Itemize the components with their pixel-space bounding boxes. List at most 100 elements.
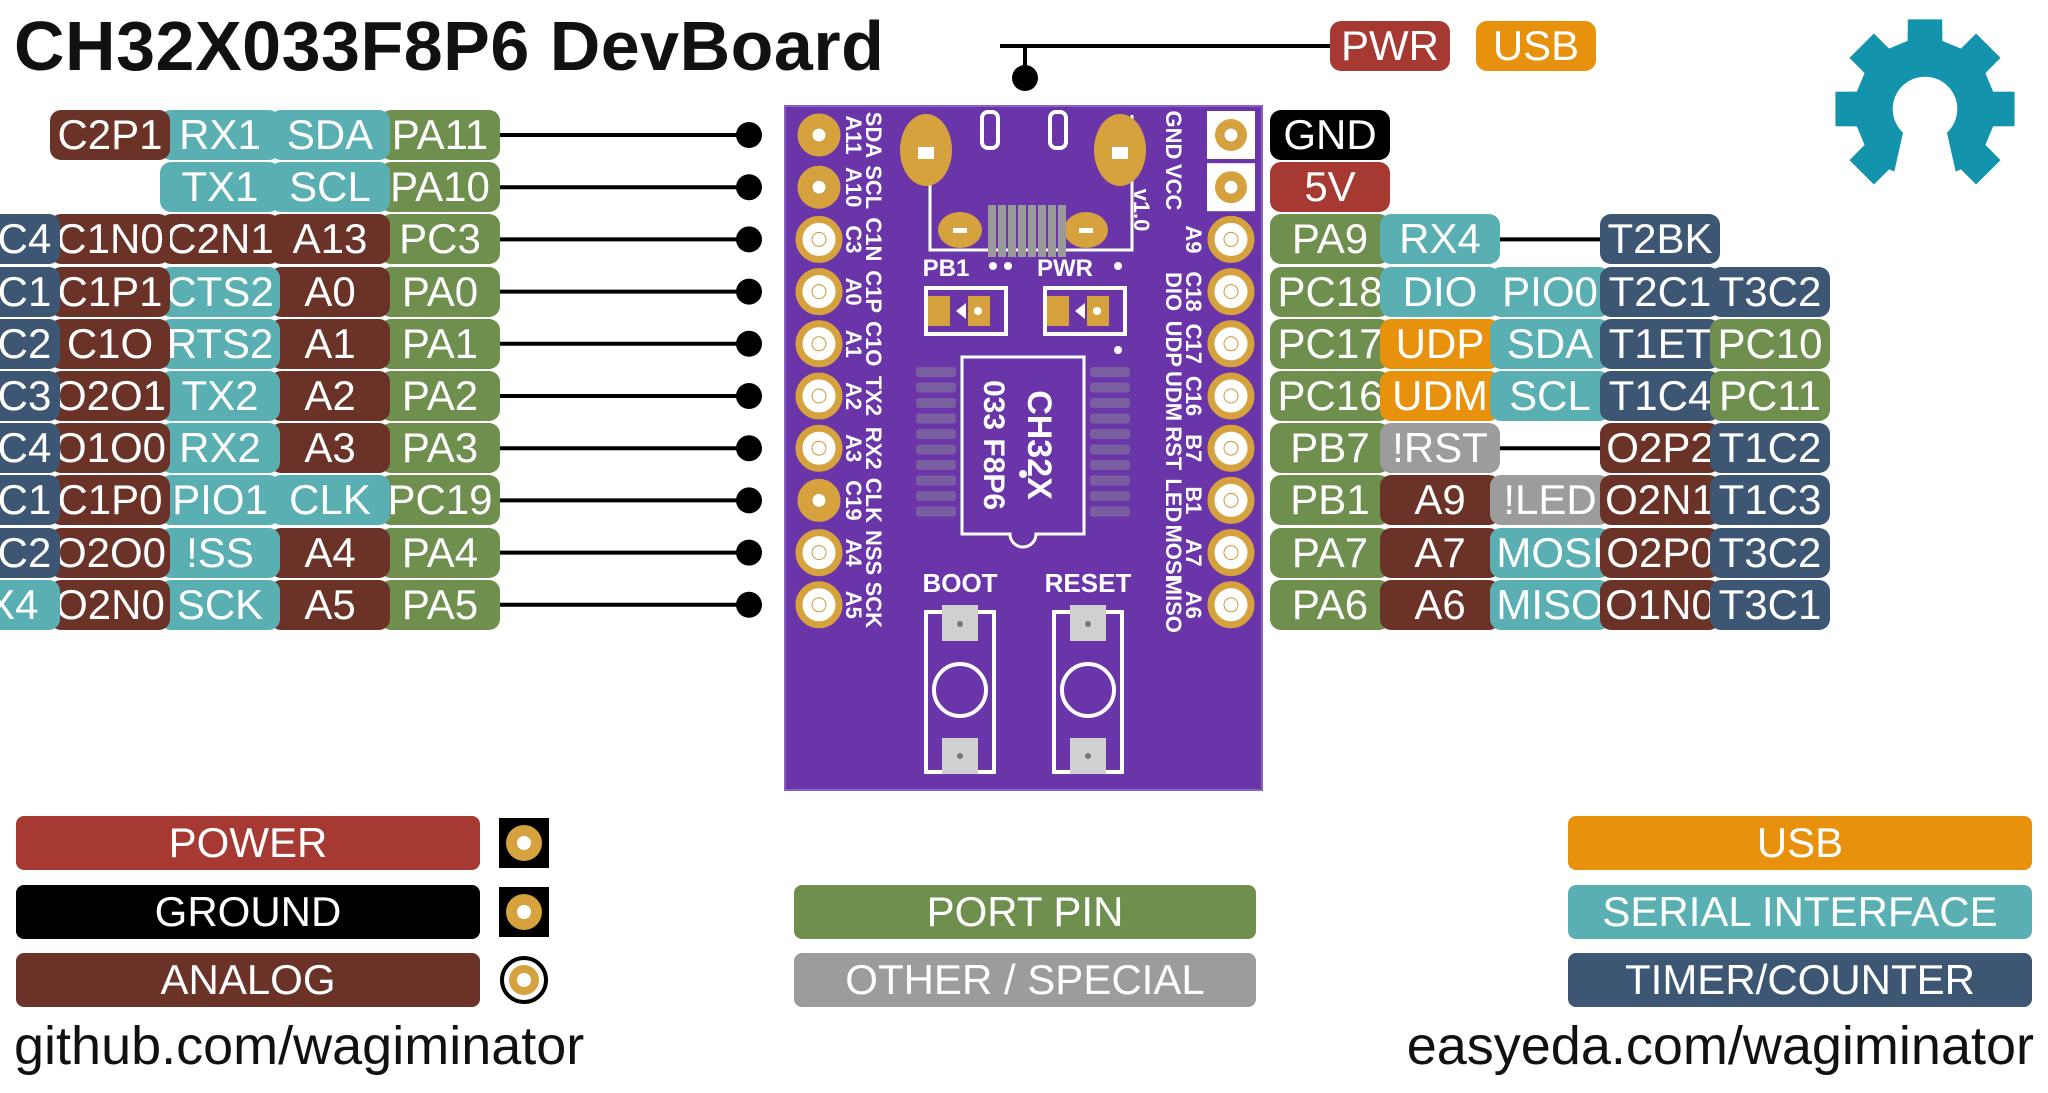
pin-label-pa9: PA9 bbox=[1270, 214, 1390, 265]
function-label-t2c3: T2C3 bbox=[0, 371, 60, 421]
usb-mount-hole bbox=[980, 110, 1000, 150]
silkscreen-label: NSS bbox=[861, 530, 886, 575]
ic-pin-pad bbox=[1090, 444, 1130, 455]
function-label-t1c4: T1C4 bbox=[1600, 371, 1720, 421]
ic-pin-pad bbox=[916, 367, 956, 377]
function-label-t3c2: T3C2 bbox=[1710, 266, 1830, 317]
silkscreen-label: C16 bbox=[1181, 376, 1206, 416]
function-label-mosi: MOSI bbox=[1490, 527, 1610, 578]
function-label-pc10: PC10 bbox=[1710, 318, 1830, 369]
silkscreen-label: A10 bbox=[841, 167, 866, 207]
ic-pin-pad bbox=[1090, 367, 1130, 377]
function-label-a5: A5 bbox=[270, 579, 390, 630]
function-label-o2p2: O2P2 bbox=[1600, 423, 1720, 474]
function-label-c1o: C1O bbox=[50, 318, 170, 369]
pad-hole bbox=[811, 179, 827, 195]
silkscreen-label: GND bbox=[1161, 111, 1186, 160]
function-label-pio0: PIO0 bbox=[1490, 266, 1610, 317]
silkscreen-label: A7 bbox=[1181, 539, 1206, 567]
legend-power: POWER bbox=[16, 816, 480, 870]
function-label-tx2: TX2 bbox=[160, 371, 280, 421]
usb-mount-hole bbox=[1048, 110, 1068, 150]
pin-connector-dot bbox=[736, 539, 762, 566]
silkscreen-label: UDM bbox=[1161, 371, 1186, 421]
pad-hole bbox=[1223, 492, 1239, 508]
function-label-o2o0: O2O0 bbox=[50, 527, 170, 578]
pin1-dot bbox=[1114, 346, 1122, 354]
function-label-udm: UDM bbox=[1380, 371, 1500, 421]
pad-hole bbox=[1223, 127, 1239, 143]
silkscreen-label: SCL bbox=[861, 165, 886, 209]
silkscreen-label: A2 bbox=[841, 382, 866, 410]
function-label-a4: A4 bbox=[270, 527, 390, 578]
function-label-clk: CLK bbox=[270, 475, 390, 526]
github-link[interactable]: github.com/wagiminator bbox=[14, 1016, 585, 1076]
usb-contact bbox=[1058, 205, 1066, 257]
pad-hole bbox=[811, 388, 827, 404]
function-label-a9: A9 bbox=[1380, 475, 1500, 526]
usb-contact bbox=[998, 205, 1006, 257]
button-actuator bbox=[1060, 662, 1116, 718]
function-label-scl: SCL bbox=[270, 162, 390, 213]
silkscreen-label: MOSI bbox=[1161, 524, 1186, 580]
pad-hole bbox=[1223, 597, 1239, 613]
legend-port-pin: PORT PIN bbox=[794, 885, 1256, 939]
function-label-t2c1: T2C1 bbox=[0, 266, 60, 317]
ic-pin-pad bbox=[916, 429, 956, 439]
pin-label-pa7: PA7 bbox=[1270, 527, 1390, 578]
pin-connector-dot bbox=[736, 330, 762, 357]
ic-pin-pad bbox=[916, 506, 956, 517]
led-outline bbox=[924, 286, 1008, 336]
silkscreen-label: C3 bbox=[841, 225, 866, 253]
pin-label-pa1: PA1 bbox=[380, 318, 500, 369]
button-pad-dot bbox=[957, 753, 963, 759]
function-label-t3c2: T3C2 bbox=[0, 527, 60, 578]
function-label-tx1: TX1 bbox=[160, 162, 280, 213]
pad-hole bbox=[811, 440, 827, 456]
function-label-led: !LED bbox=[1490, 475, 1610, 526]
legend-pad-hole bbox=[517, 973, 531, 987]
function-label-ss: !SS bbox=[160, 527, 280, 578]
chip-dot bbox=[1019, 470, 1027, 478]
pad-hole bbox=[811, 231, 827, 247]
ic-pin-pad bbox=[1090, 398, 1130, 408]
pin-connector-dot bbox=[736, 591, 762, 618]
function-label-t1c2: T1C2 bbox=[1710, 423, 1830, 474]
pin-connector-dot bbox=[736, 226, 762, 253]
silkscreen-label: A0 bbox=[841, 278, 866, 306]
function-label-tx4: TX4 bbox=[0, 579, 60, 630]
pin-connector-dot bbox=[736, 487, 762, 514]
pin-label-gnd: GND bbox=[1270, 110, 1390, 160]
pad-hole bbox=[811, 284, 827, 300]
silkscreen-label: SDA bbox=[861, 112, 886, 159]
silkscreen-label: B1 bbox=[1181, 486, 1206, 514]
legend-pad-hole bbox=[517, 905, 531, 919]
silkscreen-label: A9 bbox=[1181, 225, 1206, 253]
easyeda-link[interactable]: easyeda.com/wagiminator bbox=[1406, 1016, 2034, 1076]
silkscreen-label: C17 bbox=[1181, 324, 1206, 364]
button-pad-dot bbox=[1085, 621, 1091, 627]
led-pad bbox=[928, 296, 950, 326]
usb-contact bbox=[1008, 205, 1016, 257]
led-label: PB1 bbox=[923, 255, 970, 282]
button-label: BOOT bbox=[922, 568, 997, 598]
pin-label-pa5: PA5 bbox=[380, 579, 500, 630]
function-label-t3c1: T3C1 bbox=[0, 475, 60, 526]
page-title: CH32X033F8P6 DevBoard bbox=[14, 7, 885, 85]
pin-label-pa6: PA6 bbox=[1270, 579, 1390, 630]
silkscreen-label: RX2 bbox=[861, 427, 886, 470]
button-pad-dot bbox=[1085, 753, 1091, 759]
function-label-sda: SDA bbox=[1490, 318, 1610, 369]
ic-outline bbox=[960, 355, 1086, 549]
function-label-c1p1: C1P1 bbox=[50, 266, 170, 317]
function-label-a13: A13 bbox=[270, 214, 390, 265]
silkscreen-label: UDP bbox=[1161, 321, 1186, 367]
ic-pin-pad bbox=[916, 398, 956, 408]
legend-ground: GROUND bbox=[16, 885, 480, 939]
pad-hole bbox=[811, 545, 827, 561]
function-label-miso: MISO bbox=[1490, 579, 1610, 630]
function-label-o2o1: O2O1 bbox=[50, 371, 170, 421]
function-label-o2p0: O2P0 bbox=[1600, 527, 1720, 578]
